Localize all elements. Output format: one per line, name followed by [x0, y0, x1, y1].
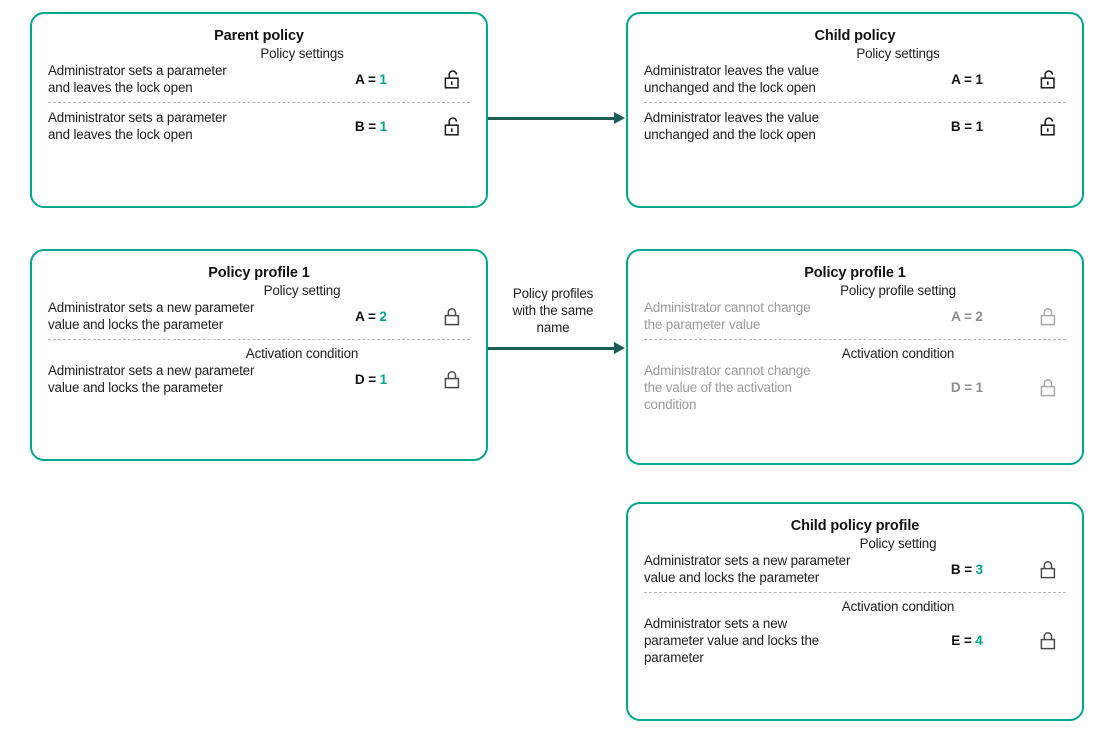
- card-title: Parent policy: [214, 28, 304, 44]
- row-description: Administrator leaves the value unchanged…: [644, 110, 819, 142]
- row-value-number: 1: [379, 71, 387, 87]
- lock-closed-icon: [1032, 306, 1066, 327]
- lock-closed-icon: [436, 306, 470, 327]
- table-row: Administrator leaves the value unchanged…: [644, 109, 1066, 143]
- row-description: Administrator sets a new parameter value…: [48, 363, 255, 395]
- policy-profile-inheritance-arrowhead: [614, 342, 625, 354]
- row-value-number: 2: [975, 308, 983, 324]
- connector-label: Policy profiles with the same name: [512, 286, 594, 335]
- card-title: Child policy profile: [790, 518, 920, 534]
- row-divider: [644, 339, 1066, 340]
- section-label-policy-settings: Policy settings: [260, 46, 344, 61]
- table-row: Administrator sets a new parameter value…: [48, 362, 470, 396]
- row-value: A = 2: [951, 308, 983, 324]
- table-row: Administrator sets a new parameter value…: [644, 615, 1066, 666]
- section-label-policy-settings: Policy settings: [856, 46, 940, 61]
- lock-closed-icon: [1032, 630, 1066, 651]
- table-row: Administrator cannot change the value of…: [644, 362, 1066, 413]
- section-label-policy-profile-setting: Policy profile setting: [840, 283, 956, 298]
- row-value-number: 3: [975, 561, 984, 577]
- table-row: Administrator sets a new parameter value…: [644, 552, 1066, 586]
- card-title: Child policy: [814, 28, 896, 44]
- card-child-policy-profile: Child policy profile Policy setting Admi…: [626, 502, 1084, 721]
- row-description: Administrator sets a parameter and leave…: [48, 110, 227, 142]
- lock-open-icon: [436, 116, 470, 137]
- row-value-number: 1: [975, 380, 984, 395]
- row-value: B = 3: [950, 561, 984, 577]
- card-policy-profile-1-right: Policy profile 1 Policy profile setting …: [626, 249, 1084, 465]
- card-title: Policy profile 1: [208, 265, 310, 281]
- table-row: Administrator leaves the value unchanged…: [644, 62, 1066, 96]
- row-value: D = 1: [354, 371, 388, 387]
- row-value: B = 1: [354, 118, 388, 134]
- row-value: E = 4: [951, 633, 983, 648]
- row-value: A = 1: [355, 71, 387, 87]
- row-description: Administrator cannot change the value of…: [644, 363, 811, 412]
- row-description: Administrator sets a new parameter value…: [48, 300, 255, 332]
- lock-closed-icon: [1032, 377, 1066, 398]
- section-label-policy-setting: Policy setting: [859, 536, 937, 551]
- row-description: Administrator sets a new parameter value…: [644, 616, 820, 665]
- table-row: Administrator cannot change the paramete…: [644, 299, 1066, 333]
- policy-profile-inheritance-arrow: [488, 347, 615, 350]
- row-value: B = 1: [950, 118, 984, 134]
- lock-open-icon: [436, 69, 470, 90]
- row-description: Administrator leaves the value unchanged…: [644, 63, 819, 95]
- row-value-number: 1: [379, 118, 388, 134]
- row-value: A = 1: [951, 71, 983, 87]
- policy-inheritance-arrowhead: [614, 112, 625, 124]
- row-description: Administrator cannot change the paramete…: [644, 300, 811, 332]
- section-label-activation-condition: Activation condition: [245, 346, 359, 361]
- row-divider: [48, 339, 470, 340]
- section-label-policy-setting: Policy setting: [263, 283, 341, 298]
- lock-closed-icon: [1032, 559, 1066, 580]
- section-label-activation-condition: Activation condition: [841, 346, 955, 361]
- row-value-number: 2: [379, 308, 387, 324]
- row-value: D = 1: [950, 380, 984, 395]
- card-title: Policy profile 1: [804, 265, 906, 281]
- card-child-policy: Child policy Policy settings Administrat…: [626, 12, 1084, 208]
- lock-open-icon: [1032, 69, 1066, 90]
- section-label-activation-condition: Activation condition: [841, 599, 955, 614]
- table-row: Administrator sets a new parameter value…: [48, 299, 470, 333]
- card-policy-profile-1-left: Policy profile 1 Policy setting Administ…: [30, 249, 488, 461]
- table-row: Administrator sets a parameter and leave…: [48, 109, 470, 143]
- row-divider: [644, 102, 1066, 103]
- lock-open-icon: [1032, 116, 1066, 137]
- row-description: Administrator sets a parameter and leave…: [48, 63, 227, 95]
- row-description: Administrator sets a new parameter value…: [644, 553, 851, 585]
- card-parent-policy: Parent policy Policy settings Administra…: [30, 12, 488, 208]
- policy-inheritance-arrow: [488, 117, 615, 120]
- row-divider: [644, 592, 1066, 593]
- row-value-number: 1: [379, 371, 388, 387]
- row-value-number: 1: [975, 71, 983, 87]
- lock-closed-icon: [436, 369, 470, 390]
- table-row: Administrator sets a parameter and leave…: [48, 62, 470, 96]
- row-value-number: 1: [975, 118, 984, 134]
- row-value-number: 4: [975, 633, 983, 648]
- row-value: A = 2: [355, 308, 387, 324]
- row-divider: [48, 102, 470, 103]
